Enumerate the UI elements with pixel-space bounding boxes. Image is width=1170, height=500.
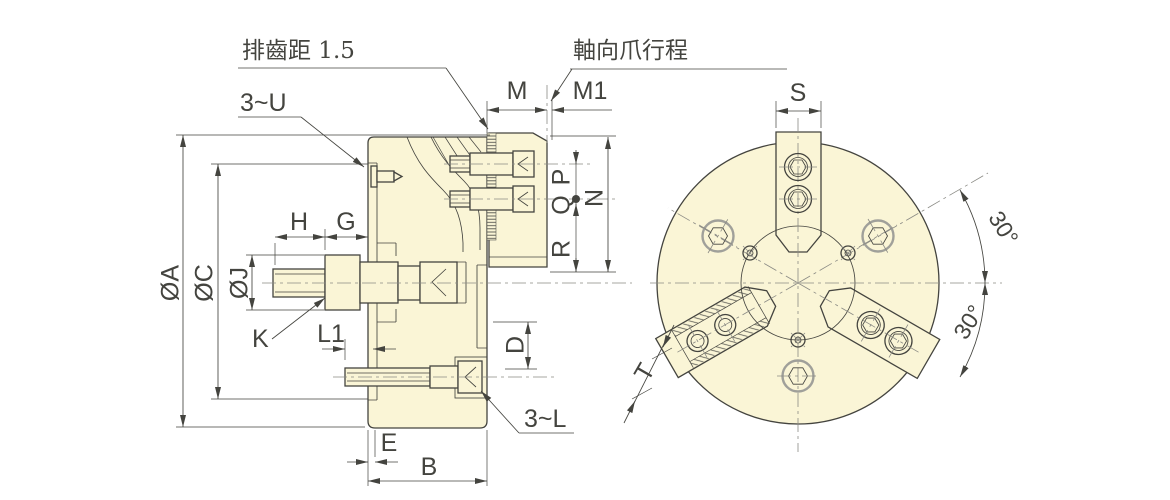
dim-dia-j: ØJ [226, 254, 324, 311]
dim-label-n: N [581, 189, 609, 207]
dim-d: D [493, 321, 537, 370]
dim-m: M [486, 77, 547, 133]
dim-label-b: B [421, 453, 438, 481]
callout-axial-stroke: 軸向爪行程 [550, 38, 787, 102]
draw-bar-assembly [272, 254, 458, 311]
dim-l1: L1 [317, 320, 396, 360]
top-jaw-screws [779, 152, 817, 214]
dim-label-d: D [502, 336, 530, 354]
section-centerlines [262, 85, 632, 378]
dim-dia-a: ØA [157, 134, 490, 428]
reference-dot [572, 195, 580, 203]
dim-s: S [775, 79, 822, 128]
dim-label-e: E [381, 429, 398, 457]
dim-m1: M1 [552, 77, 612, 113]
dim-label-k: K [252, 325, 269, 353]
serration-hatch-band [671, 286, 752, 337]
dim-angles: 30° 30° [948, 189, 1024, 378]
bolt-label: 3~L [524, 405, 567, 433]
wedge-hatch [432, 136, 482, 166]
callout-tooth-pitch: 排齒距 1.5 [238, 38, 489, 130]
tooth-pitch-label: 排齒距 1.5 [242, 38, 355, 64]
section-view: ØA ØC ØJ H G K L1 [157, 38, 787, 486]
mounting-bolt-lower [344, 360, 483, 394]
dim-g: G [325, 208, 368, 240]
dim-pqr: P Q R [548, 150, 580, 272]
callout-bolt: 3~L [480, 390, 574, 434]
dim-label-dia-c: ØC [191, 264, 219, 302]
dim-e: E [347, 429, 398, 486]
mounting-screws [698, 218, 898, 393]
dim-label-angle-lower: 30° [948, 300, 988, 343]
dim-dia-c: ØC [191, 163, 368, 400]
dim-label-angle-upper: 30° [983, 206, 1023, 249]
dim-h: H [274, 208, 326, 265]
locating-pins [742, 245, 856, 348]
dim-label-q: Q [548, 195, 576, 214]
dim-label-dia-a: ØA [157, 265, 185, 301]
dim-n: N [550, 135, 616, 273]
serration-band [486, 132, 497, 241]
callout-k: K [252, 297, 326, 353]
dim-label-t: T [629, 359, 661, 386]
dim-t: T [623, 324, 675, 424]
dim-label-r: R [548, 240, 576, 258]
axial-stroke-label: 軸向爪行程 [573, 38, 688, 64]
serration-hatch-band [689, 317, 770, 368]
callout-stud: 3~U [238, 89, 365, 168]
dim-label-dia-j: ØJ [226, 267, 254, 299]
dim-label-s: S [790, 79, 807, 107]
dim-label-g: G [336, 208, 355, 236]
front-view: S 30° 30° T [623, 79, 1024, 452]
dim-b: B [368, 430, 488, 486]
right-jaw [819, 287, 941, 380]
dim-label-l1: L1 [317, 320, 345, 348]
stud-label: 3~U [240, 89, 287, 117]
dim-label-m1: M1 [573, 77, 608, 105]
dim-label-m: M [507, 77, 528, 105]
left-jaw-serrated [654, 286, 777, 379]
dim-label-p: P [548, 169, 576, 186]
rear-stud [370, 165, 404, 188]
dim-label-h: H [290, 208, 308, 236]
